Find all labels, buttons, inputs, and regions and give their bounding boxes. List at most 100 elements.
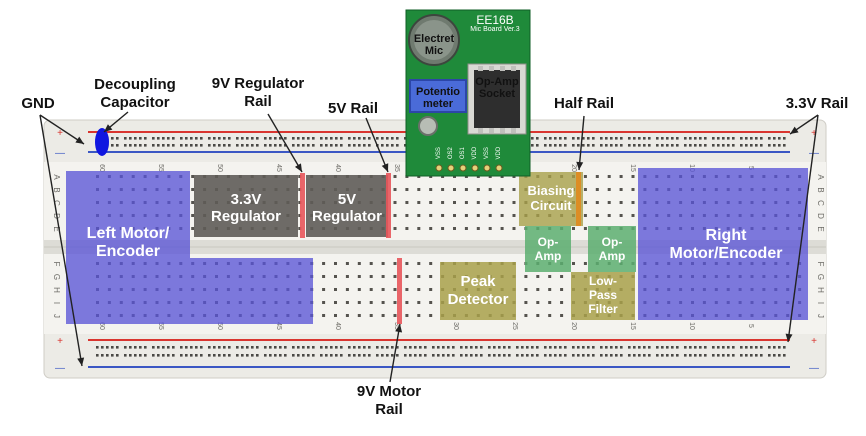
header-pin: [460, 165, 466, 171]
top-rail-b-hole: [236, 144, 239, 147]
column-number: 5: [747, 324, 754, 328]
top-rail-b-hole: [760, 144, 763, 147]
terminal-hole-bottom: [394, 262, 397, 265]
top-rail-a-hole: [638, 137, 641, 140]
terminal-hole-bottom: [370, 275, 373, 278]
terminal-hole-bottom: [405, 262, 408, 265]
bottom-rail-a-hole: [307, 346, 310, 349]
socket-pin-top: [500, 66, 505, 71]
bottom-rail-b-hole: [745, 354, 748, 357]
terminal-hole-bottom: [334, 288, 337, 291]
bottom-rail-a-hole: [549, 346, 552, 349]
terminal-hole-top: [489, 227, 492, 230]
potentiometer-knob: [419, 117, 437, 135]
bottom-rail-a-hole: [386, 346, 389, 349]
terminal-hole-top: [405, 214, 408, 217]
terminal-hole-bottom: [394, 275, 397, 278]
left-row-letter: G: [52, 274, 61, 280]
bottom-rail-a-hole: [516, 346, 519, 349]
bottom-rail-b-hole: [437, 354, 440, 357]
top-rail-a-hole: [750, 137, 753, 140]
bottom-rail-a-hole: [376, 346, 379, 349]
bottom-rail-b-hole: [605, 354, 608, 357]
bottom-rail-b-hole: [213, 354, 216, 357]
bottom-rail-b-hole: [755, 354, 758, 357]
top-rail-a-hole: [605, 137, 608, 140]
terminal-hole-bottom: [405, 301, 408, 304]
top-rail-a-hole: [628, 137, 631, 140]
top-rail-b-hole: [144, 144, 147, 147]
top-rail-b-hole: [572, 144, 575, 147]
top-rail-a-hole: [704, 137, 707, 140]
bottom-rail-a-hole: [236, 346, 239, 349]
bottom-rail-a-hole: [732, 346, 735, 349]
terminal-hole-top: [441, 227, 444, 230]
terminal-hole-top: [429, 227, 432, 230]
socket-pin-bottom: [489, 128, 494, 133]
regulator-5v-label: 5V Regulator: [306, 180, 388, 236]
terminal-hole-top: [394, 188, 397, 191]
bottom-rail-a-hole: [432, 346, 435, 349]
bottom-rail-b-hole: [684, 354, 687, 357]
top-rail-a-hole: [689, 137, 692, 140]
top-rail-b-hole: [134, 144, 137, 147]
bottom-rail-b-hole: [256, 354, 259, 357]
bottom-rail-b-hole: [638, 354, 641, 357]
terminal-hole-bottom: [358, 275, 361, 278]
bottom-rail-b-hole: [101, 354, 104, 357]
terminal-hole-top: [405, 227, 408, 230]
top-rail-b-hole: [139, 144, 142, 147]
top-rail-a-hole: [208, 137, 211, 140]
bottom-rail-b-hole: [376, 354, 379, 357]
bottom-rail-a-hole: [689, 346, 692, 349]
terminal-hole-bottom: [382, 262, 385, 265]
bottom-rail-b-hole: [340, 354, 343, 357]
column-number: 20: [570, 164, 577, 172]
bottom-rail-a-hole: [750, 346, 753, 349]
top-rail-a-hole: [218, 137, 221, 140]
top-rail-b-hole: [722, 144, 725, 147]
bottom-rail-b-hole: [656, 354, 659, 357]
terminal-hole-bottom: [417, 288, 420, 291]
top-rail-b-hole: [610, 144, 613, 147]
gnd-label: GND: [8, 95, 68, 113]
bottom-rail-b-hole: [620, 354, 623, 357]
bottom-rail-b-hole: [200, 354, 203, 357]
top-rail-a-hole: [620, 137, 623, 140]
bottom-rail-a-hole: [577, 346, 580, 349]
bottom-rail-a-hole: [638, 346, 641, 349]
terminal-hole-top: [477, 201, 480, 204]
top-rail-a-hole: [213, 137, 216, 140]
bottom-rail-b-hole: [307, 354, 310, 357]
bottom-rail-a-hole: [190, 346, 193, 349]
bottom-rail-b-hole: [180, 354, 183, 357]
bottom-rail-b-hole: [633, 354, 636, 357]
terminal-hole-top: [596, 214, 599, 217]
terminal-hole-top: [501, 214, 504, 217]
top-rail-b-hole: [167, 144, 170, 147]
bottom-rail-b-hole: [694, 354, 697, 357]
top-rail-b-hole: [292, 144, 295, 147]
top-rail-b-hole: [274, 144, 277, 147]
terminal-hole-top: [513, 214, 516, 217]
left-row-letter: F: [52, 262, 61, 267]
column-number: 30: [452, 322, 459, 330]
top-rail-b-hole: [348, 144, 351, 147]
terminal-hole-top: [584, 214, 587, 217]
top-rail-a-hole: [676, 137, 679, 140]
bottom-rail-b-hole: [470, 354, 473, 357]
top-rail-a-hole: [376, 137, 379, 140]
top-rail-a-hole: [167, 137, 170, 140]
top-rail-b-hole: [190, 144, 193, 147]
top-rail-b-hole: [633, 144, 636, 147]
top-rail-a-hole: [236, 137, 239, 140]
terminal-hole-top: [620, 201, 623, 204]
biasing-circuit-label: Biasing Circuit: [521, 174, 581, 224]
bottom-rail-a-hole: [610, 346, 613, 349]
bottom-rail-b-hole: [750, 354, 753, 357]
bottom-rail-b-hole: [297, 354, 300, 357]
terminal-hole-bottom: [417, 314, 420, 317]
bottom-rail-a-hole: [404, 346, 407, 349]
terminal-hole-top: [572, 227, 575, 230]
terminal-hole-top: [608, 201, 611, 204]
